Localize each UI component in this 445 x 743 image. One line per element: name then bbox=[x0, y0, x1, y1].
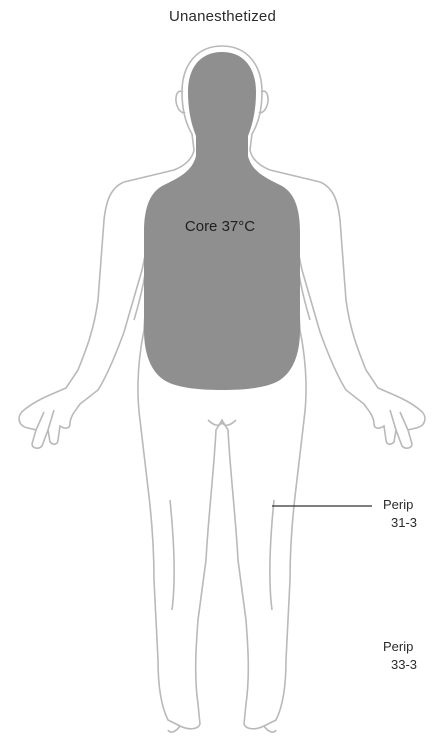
callout-2-range: 33-3 bbox=[383, 656, 417, 674]
peripheral-callout-2: Perip 33-3 bbox=[383, 638, 417, 674]
peripheral-callout-1: Perip 31-3 bbox=[383, 496, 417, 532]
callout-2-title: Perip bbox=[383, 639, 413, 654]
callout-1-title: Perip bbox=[383, 497, 413, 512]
core-label: Core 37°C bbox=[150, 218, 290, 235]
callout-1-range: 31-3 bbox=[383, 514, 417, 532]
